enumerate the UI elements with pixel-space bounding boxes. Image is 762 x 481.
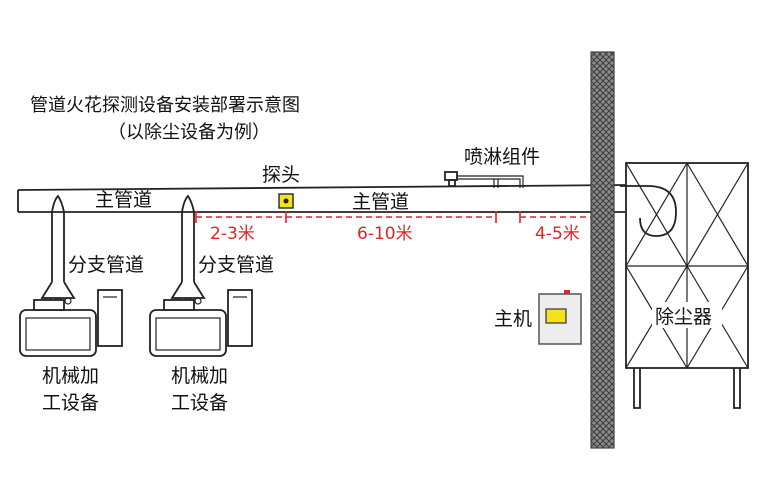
machine-1 bbox=[19, 289, 123, 357]
spray-label: 喷淋组件 bbox=[464, 146, 540, 168]
diagram-title: 管道火花探测设备安装部署示意图 bbox=[30, 95, 300, 116]
branch-pipe-2 bbox=[170, 194, 206, 305]
main-pipe bbox=[17, 184, 626, 213]
dimension-4-5m: 4-5米 bbox=[535, 224, 580, 244]
dust-collector bbox=[620, 162, 749, 409]
probe bbox=[278, 193, 294, 209]
spray-assembly bbox=[444, 171, 524, 188]
machine-label-1-line2: 工设备 bbox=[42, 392, 99, 414]
machine-2 bbox=[149, 289, 253, 357]
dust-collector-label: 除尘器 bbox=[655, 306, 712, 328]
dust-collector-label-bg bbox=[652, 302, 722, 328]
dimension-6-10m: 6-10米 bbox=[357, 224, 413, 244]
branch-pipe-label-2: 分支管道 bbox=[198, 254, 274, 276]
main-pipe-label-left: 主管道 bbox=[95, 189, 152, 211]
machine-label-1-line1: 机械加 bbox=[42, 365, 99, 387]
wall bbox=[590, 51, 615, 449]
branch-pipe-label-1: 分支管道 bbox=[68, 254, 144, 276]
dimension-lines bbox=[195, 211, 598, 223]
host-label: 主机 bbox=[494, 308, 532, 330]
host-unit bbox=[538, 290, 582, 345]
main-pipe-label-right: 主管道 bbox=[352, 191, 409, 213]
machine-label-2-line2: 工设备 bbox=[171, 392, 228, 414]
probe-label: 探头 bbox=[262, 164, 300, 186]
machine-label-2-line1: 机械加 bbox=[171, 365, 228, 387]
diagram-subtitle: （以除尘设备为例） bbox=[108, 122, 270, 143]
dimension-2-3m: 2-3米 bbox=[210, 224, 255, 244]
